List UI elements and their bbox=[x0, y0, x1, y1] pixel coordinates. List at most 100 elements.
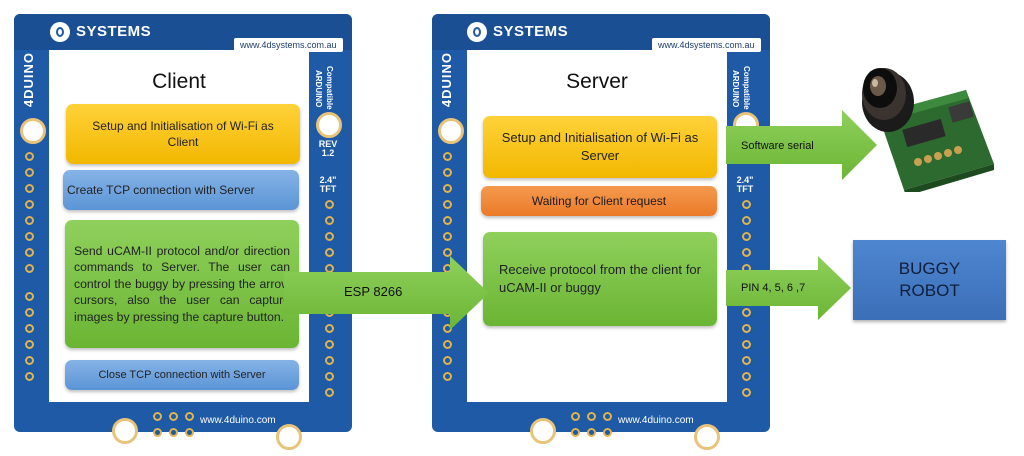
buggy-robot-label: BUGGY ROBOT bbox=[899, 258, 960, 302]
pad bbox=[325, 216, 334, 225]
client-send-step: Send uCAM-II protocol and/or direction c… bbox=[65, 220, 299, 348]
buggy-robot-line1: BUGGY bbox=[898, 258, 961, 278]
pad bbox=[25, 324, 34, 333]
client-side-arduino: ARDUINO bbox=[314, 70, 323, 108]
pad bbox=[325, 324, 334, 333]
client-tcp-create-step: Create TCP connection with Server bbox=[63, 170, 299, 210]
pad bbox=[25, 308, 34, 317]
pad bbox=[25, 168, 34, 177]
server-tft-size: 2.4" bbox=[736, 175, 754, 185]
pad bbox=[153, 428, 162, 437]
server-receive-step: Receive protocol from the client for uCA… bbox=[483, 232, 717, 326]
esp-arrow-label: ESP 8266 bbox=[344, 284, 403, 299]
pad bbox=[25, 184, 34, 193]
pad bbox=[25, 356, 34, 365]
pad bbox=[185, 412, 194, 421]
pad bbox=[603, 412, 612, 421]
server-url: www.4dsystems.com.au bbox=[652, 38, 761, 52]
pad bbox=[443, 216, 452, 225]
pad bbox=[742, 388, 751, 397]
server-brand-logo-icon bbox=[467, 22, 487, 42]
server-mount-hole bbox=[530, 418, 556, 444]
server-mount-hole bbox=[438, 118, 464, 144]
pad bbox=[443, 232, 452, 241]
client-side-arduino-2: Compatible bbox=[325, 66, 334, 110]
server-side-arduino-2: Compatible bbox=[742, 66, 751, 110]
client-side-arduino-1: ARDUINO bbox=[314, 70, 323, 108]
server-screen bbox=[467, 50, 727, 402]
pins-label: PIN 4, 5, 6 ,7 bbox=[741, 282, 806, 294]
pad bbox=[443, 340, 452, 349]
pad bbox=[185, 428, 194, 437]
pad bbox=[325, 232, 334, 241]
server-tft: 2.4" TFT bbox=[730, 175, 760, 195]
server-waiting-step: Waiting for Client request bbox=[481, 186, 717, 216]
pad bbox=[169, 412, 178, 421]
client-side-brand: 4DUINO bbox=[21, 52, 36, 108]
client-side-compatible: Compatible bbox=[325, 66, 334, 110]
pad bbox=[169, 428, 178, 437]
pad bbox=[25, 264, 34, 273]
client-tft-label: TFT bbox=[319, 184, 337, 195]
esp-arrow-shape bbox=[284, 256, 489, 330]
pad bbox=[25, 372, 34, 381]
buggy-robot-line2: ROBOT bbox=[899, 281, 960, 300]
pad bbox=[742, 232, 751, 241]
pad bbox=[742, 372, 751, 381]
server-mount-hole bbox=[694, 424, 720, 450]
server-side-brand: 4DUINO bbox=[439, 52, 454, 108]
pad bbox=[325, 372, 334, 381]
pad bbox=[742, 308, 751, 317]
pad bbox=[742, 340, 751, 349]
server-title: Server bbox=[566, 70, 628, 93]
server-bottom-url: www.4duino.com bbox=[618, 415, 694, 426]
software-serial-label: Software serial bbox=[741, 140, 814, 152]
client-rev-value: 1.2 bbox=[321, 148, 335, 159]
pad bbox=[587, 428, 596, 437]
client-mount-hole bbox=[112, 418, 138, 444]
client-tcp-close-step: Close TCP connection with Server bbox=[65, 360, 299, 390]
pad bbox=[443, 184, 452, 193]
pad bbox=[443, 168, 452, 177]
pad bbox=[325, 340, 334, 349]
buggy-robot-box: BUGGY ROBOT bbox=[853, 240, 1006, 320]
pad bbox=[25, 248, 34, 257]
pad bbox=[25, 340, 34, 349]
pins-arrow-shape bbox=[726, 256, 851, 320]
pad bbox=[742, 216, 751, 225]
client-mount-hole bbox=[316, 112, 342, 138]
server-brand-text: SYSTEMS bbox=[493, 22, 569, 40]
pad bbox=[443, 200, 452, 209]
esp-arrow bbox=[284, 256, 489, 330]
pad bbox=[25, 216, 34, 225]
server-tft-label: TFT bbox=[736, 184, 754, 195]
pad bbox=[443, 372, 452, 381]
client-rev-label: REV bbox=[318, 139, 338, 149]
server-side-arduino-1: ARDUINO bbox=[731, 70, 740, 108]
pad bbox=[25, 152, 34, 161]
client-tft: 2.4" TFT bbox=[313, 175, 343, 195]
client-mount-hole bbox=[20, 118, 46, 144]
client-brand: SYSTEMS bbox=[50, 22, 151, 42]
pad bbox=[325, 356, 334, 365]
server-brand: SYSTEMS bbox=[467, 22, 568, 42]
software-serial-arrow-shape bbox=[726, 110, 877, 180]
client-bottom-url: www.4duino.com bbox=[200, 415, 276, 426]
pad bbox=[571, 412, 580, 421]
server-side-compatible: Compatible bbox=[742, 66, 751, 110]
camera-module-image bbox=[862, 68, 994, 192]
client-title: Client bbox=[152, 70, 206, 93]
pad bbox=[153, 412, 162, 421]
client-brand-text: SYSTEMS bbox=[76, 22, 152, 40]
client-mount-hole bbox=[276, 424, 302, 450]
pad bbox=[742, 200, 751, 209]
server-side-arduino: ARDUINO bbox=[731, 70, 740, 108]
pad bbox=[587, 412, 596, 421]
pad bbox=[443, 152, 452, 161]
pad bbox=[443, 356, 452, 365]
pad bbox=[443, 248, 452, 257]
pad bbox=[603, 428, 612, 437]
server-setup-step: Setup and Initialisation of Wi-Fi as Ser… bbox=[483, 116, 717, 178]
pad bbox=[25, 200, 34, 209]
client-url: www.4dsystems.com.au bbox=[234, 38, 343, 52]
